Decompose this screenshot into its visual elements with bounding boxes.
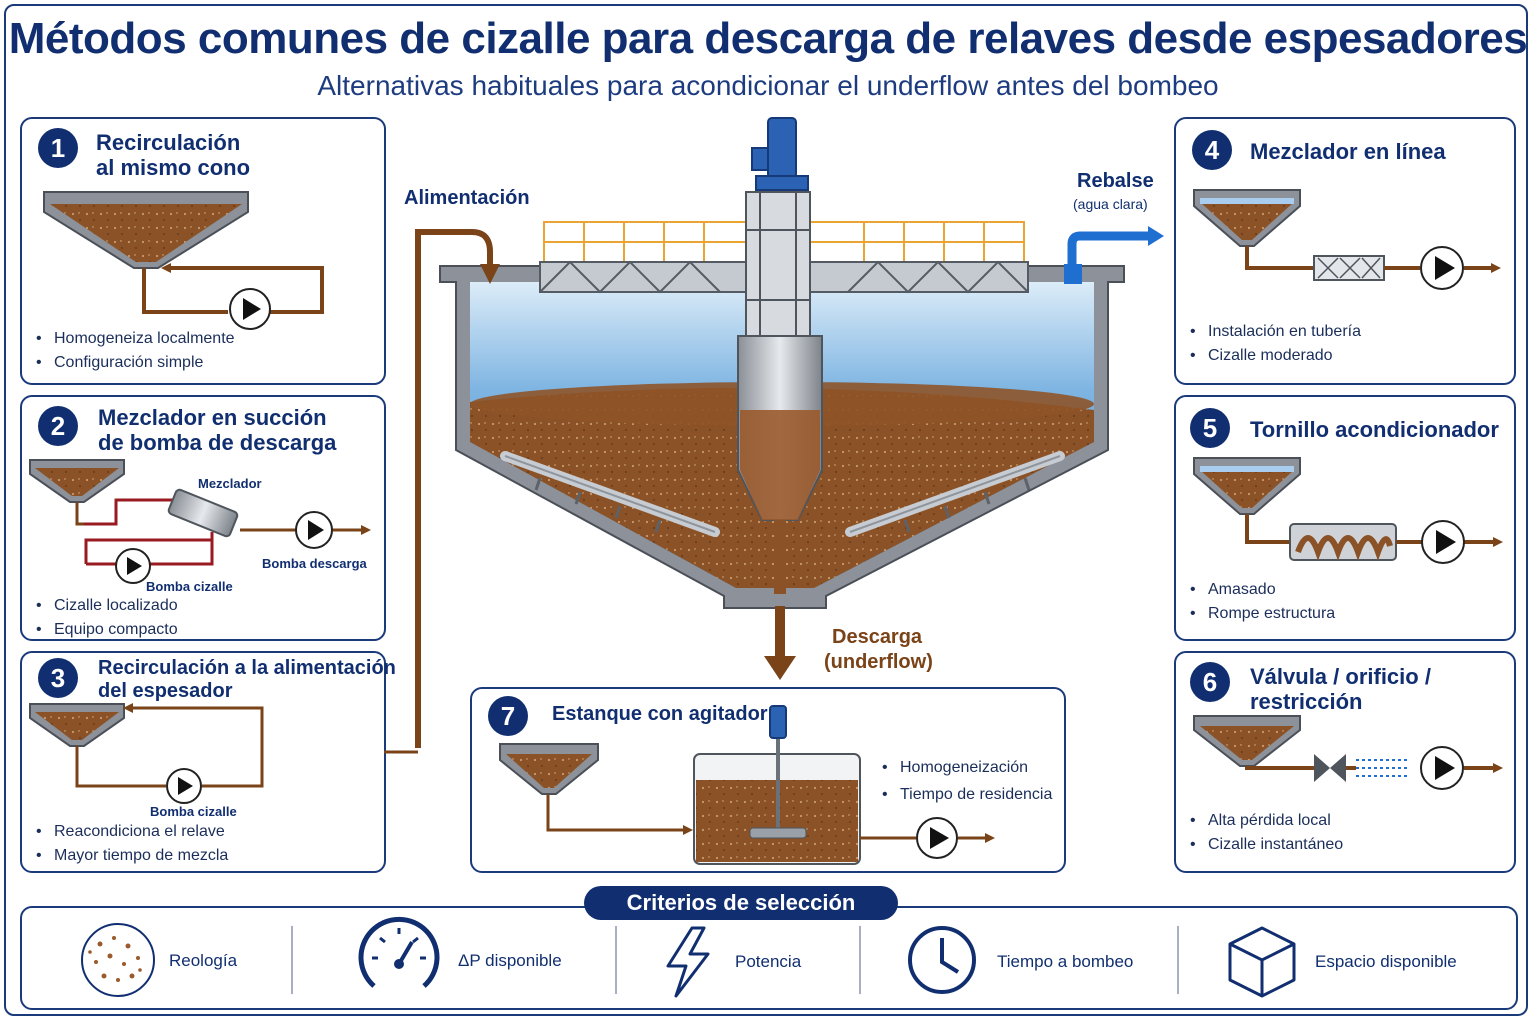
panel-6-title-line1: Válvula / orificio / [1250, 664, 1431, 689]
mixer-label: Mezclador [198, 476, 262, 491]
bullet: Equipo compacto [36, 618, 178, 642]
panel-5-graphic [1193, 457, 1503, 561]
panel-5-bullets: AmasadoRompe estructura [1190, 578, 1335, 626]
bullet: Configuración simple [36, 351, 235, 375]
panel-3-graphic [29, 703, 264, 788]
pump-icon [1420, 746, 1464, 790]
outer-frame [4, 4, 1528, 1016]
panel-7-bullets: HomogeneizaciónTiempo de residencia [882, 754, 1052, 808]
panel-4-bullets: Instalación en tuberíaCizalle moderado [1190, 320, 1361, 368]
discharge-sublabel: (underflow) [824, 651, 933, 673]
panel-3-title-line1: Recirculación a la alimentación [98, 657, 396, 679]
thickener [384, 117, 1164, 754]
panel-1-title-line2: al mismo cono [96, 155, 251, 180]
bullet: Reacondiciona el relave [36, 820, 228, 844]
bullet: Amasado [1190, 578, 1335, 602]
panel-2-title-line2: de bomba de descarga [98, 430, 337, 455]
page-title: Métodos comunes de cizalle para descarga… [8, 14, 1528, 63]
pump-icon [1421, 520, 1465, 564]
bullet: Alta pérdida local [1190, 809, 1343, 833]
overflow-sublabel: (agua clara) [1073, 196, 1148, 212]
panel-7-title: Estanque con agitador [552, 703, 768, 725]
pump-icon [115, 548, 151, 584]
pump-icon [229, 288, 271, 330]
panel-1-title-line1: Recirculación [96, 130, 241, 155]
bullet: Rompe estructura [1190, 602, 1335, 626]
feed-label: Alimentación [404, 187, 530, 209]
gauge-icon [358, 916, 440, 988]
panel-6-bullets: Alta pérdida localCizalle instantáneo [1190, 809, 1343, 857]
bullet: Cizalle instantáneo [1190, 833, 1343, 857]
particles-icon [81, 923, 155, 997]
panel-2-graphic [29, 459, 371, 566]
lightning-icon [666, 926, 710, 998]
discharge-pump-label: Bomba descarga [262, 556, 367, 571]
step-number-5: 5 [1190, 408, 1230, 448]
criteria-item-power: Potencia [735, 952, 802, 971]
panel-7-graphic [499, 705, 995, 865]
bullet: Mayor tiempo de mezcla [36, 844, 228, 868]
pump-icon [916, 817, 958, 859]
bullet: Cizalle localizado [36, 594, 178, 618]
panel-2-bullets: Cizalle localizadoEquipo compacto [36, 594, 178, 642]
panel-5-title: Tornillo acondicionador [1250, 417, 1499, 442]
discharge-label: Descarga [832, 626, 923, 648]
bullet: Homogeneiza localmente [36, 327, 235, 351]
criteria-item-pressure: ΔP disponible [458, 951, 562, 970]
pump-icon [166, 768, 202, 804]
criteria-item-space: Espacio disponible [1315, 952, 1457, 971]
panel-6-title: Válvula / orificio /restricción [1250, 664, 1431, 714]
bullet: Cizalle moderado [1190, 344, 1361, 368]
step-number-7: 7 [488, 696, 528, 736]
step-number-4: 4 [1192, 130, 1232, 170]
criteria-item-rheology: Reología [169, 951, 238, 970]
step-number-1: 1 [38, 128, 78, 168]
shear-pump-label: Bomba cizalle [150, 804, 237, 819]
pump-icon [295, 511, 333, 549]
bullet: Instalación en tubería [1190, 320, 1361, 344]
panel-6-graphic [1193, 715, 1503, 782]
pump-icon [1420, 246, 1464, 290]
cube-icon [1228, 926, 1296, 998]
bullet: Tiempo de residencia [882, 781, 1052, 808]
overflow-label: Rebalse [1077, 170, 1154, 192]
panel-4-graphic [1193, 189, 1501, 281]
step-number-3: 3 [38, 658, 78, 698]
criteria-item-time: Tiempo a bombeo [997, 952, 1134, 971]
criteria-title: Criterios de selección [584, 886, 898, 920]
page-subtitle: Alternativas habituales para acondiciona… [317, 70, 1219, 101]
clock-icon [908, 926, 976, 994]
panel-6-title-line2: restricción [1250, 689, 1363, 714]
panel-1-graphic [43, 191, 324, 314]
panel-1-bullets: Homogeneiza localmenteConfiguración simp… [36, 327, 235, 375]
panel-2-title-line1: Mezclador en succión [98, 405, 327, 430]
bullet: Homogeneización [882, 754, 1052, 781]
step-number-2: 2 [38, 406, 78, 446]
panel-3-bullets: Reacondiciona el relaveMayor tiempo de m… [36, 820, 228, 868]
step-number-6: 6 [1190, 662, 1230, 702]
shear-pump-label: Bomba cizalle [146, 579, 233, 594]
panel-3-title-line2: del espesador [98, 680, 233, 702]
panel-4-title: Mezclador en línea [1250, 139, 1446, 164]
